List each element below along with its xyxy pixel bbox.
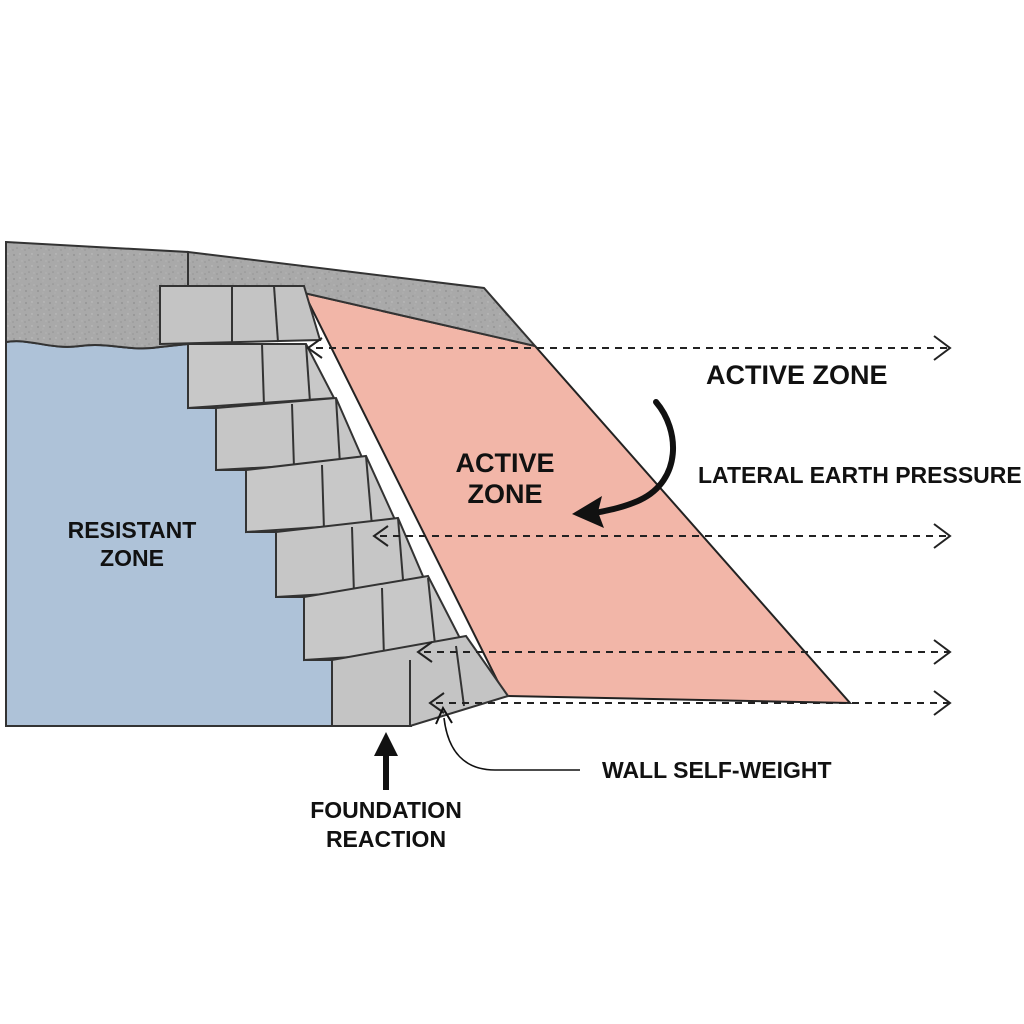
pressure-arrow [372, 523, 952, 549]
arrowhead-icon [374, 732, 398, 756]
resistant-zone-label: RESISTANT [68, 517, 197, 543]
chevron-right-icon [933, 335, 952, 361]
pressure-arrows [306, 335, 952, 716]
chevron-right-icon [933, 639, 952, 665]
arrowhead-icon [435, 705, 453, 725]
foundation-reaction-label: REACTION [326, 826, 446, 852]
pressure-arrow [306, 335, 952, 361]
chevron-left-icon [428, 692, 445, 714]
wall-block [215, 396, 366, 472]
foundation-reaction-label: FOUNDATION [310, 797, 462, 823]
retaining-wall [159, 285, 510, 727]
wall-block [159, 285, 322, 346]
soil-cap-left [5, 240, 189, 350]
soil-cap-right [187, 250, 538, 348]
chevron-right-icon [933, 690, 952, 716]
chevron-left-icon [306, 337, 323, 359]
curved-arrow [572, 399, 676, 528]
chevron-left-icon [416, 641, 433, 663]
active-zone-label: ACTIVE [455, 448, 554, 478]
lateral-earth-pressure-label: LATERAL EARTH PRESSURE [698, 462, 1022, 488]
active-zone-label: ZONE [467, 479, 542, 509]
foundation-arrow [374, 732, 398, 790]
wall-block [187, 343, 336, 410]
chevron-right-icon [933, 523, 952, 549]
self-weight-leader [435, 705, 580, 771]
arrowhead-icon [572, 496, 604, 528]
pressure-arrow [416, 639, 952, 665]
resistant-zone-label: ZONE [100, 545, 164, 571]
pressure-arrow [428, 690, 952, 716]
active-zone-outer-label: ACTIVE ZONE [706, 360, 888, 390]
wall-self-weight-label: WALL SELF-WEIGHT [602, 757, 832, 783]
chevron-left-icon [372, 525, 389, 547]
